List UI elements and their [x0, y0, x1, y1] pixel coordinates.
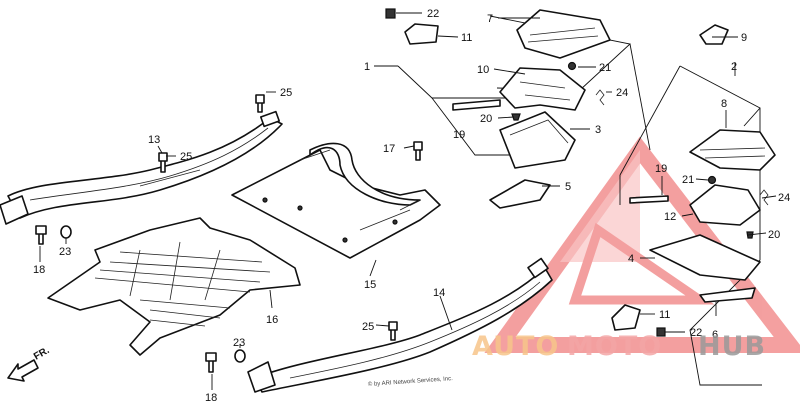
- front-arrow-icon: [7, 359, 39, 382]
- watermark-word-hub: HUB: [698, 331, 766, 362]
- part-13-side-rail: [0, 110, 283, 225]
- part-11-clip: [404, 23, 641, 331]
- callout-20b: 20: [768, 229, 780, 241]
- callout-21a: 21: [599, 62, 611, 74]
- callout-labels: 1 2 3 4 5 6 7 8 9 10 11 11 12 13 14 15 1…: [33, 8, 790, 404]
- callout-12: 12: [664, 211, 676, 223]
- part-15-floor-board: [231, 142, 441, 259]
- callout-9: 9: [741, 32, 747, 44]
- copyright-text: © by ARI Network Services, Inc.: [368, 375, 454, 388]
- callout-13: 13: [148, 134, 160, 146]
- callout-21b: 21: [682, 174, 694, 186]
- part-12-bracket: [689, 184, 761, 226]
- part-4-tray: [649, 234, 761, 281]
- part-5-bracket: [489, 179, 551, 209]
- callout-24a: 24: [616, 87, 628, 99]
- callout-25c: 25: [362, 321, 374, 333]
- part-9-clip: [699, 24, 729, 45]
- callout-22b: 22: [690, 327, 702, 339]
- watermark-word-auto: AUTO: [472, 331, 559, 362]
- watermark-logo: [484, 136, 800, 353]
- callout-20a: 20: [480, 113, 492, 125]
- callout-8: 8: [721, 98, 727, 110]
- callout-22a: 22: [427, 8, 439, 20]
- callout-3: 3: [595, 124, 601, 136]
- callout-24b: 24: [778, 192, 790, 204]
- callout-5: 5: [565, 181, 571, 193]
- part-7-cover: [516, 9, 611, 59]
- callout-23b: 23: [233, 337, 245, 349]
- callout-4: 4: [628, 253, 634, 265]
- front-direction-marker: FR.: [7, 345, 52, 382]
- leader-lines: [39, 12, 777, 390]
- callout-15: 15: [364, 279, 376, 291]
- callout-11a: 11: [461, 32, 472, 44]
- callout-6: 6: [712, 329, 718, 341]
- callout-17: 17: [383, 143, 395, 155]
- callout-2: 2: [731, 61, 737, 73]
- callout-11b: 11: [659, 309, 670, 321]
- callout-25a: 25: [280, 87, 292, 99]
- callout-18a: 18: [33, 264, 45, 276]
- callout-25b: 25: [180, 151, 192, 163]
- watermark-text: AUTO MOTO HUB: [472, 331, 766, 362]
- part-10-bracket: [499, 67, 586, 111]
- callout-7: 7: [487, 13, 493, 25]
- watermark-word-moto: MOTO: [567, 331, 662, 362]
- callout-18b: 18: [205, 392, 217, 404]
- callout-19a: 19: [453, 129, 465, 141]
- callout-10: 10: [477, 64, 489, 76]
- part-3-panel: [499, 111, 576, 169]
- front-label: FR.: [32, 345, 52, 363]
- callout-19b: 19: [655, 163, 667, 175]
- callout-23a: 23: [59, 246, 71, 258]
- callout-1: 1: [364, 61, 370, 73]
- callout-14: 14: [433, 287, 445, 299]
- part-6-strip: [699, 287, 756, 303]
- part-8-cover: [689, 129, 776, 171]
- callout-16: 16: [266, 314, 278, 326]
- part-14-side-rail: [247, 257, 553, 393]
- part-16-floor-mat: [47, 217, 301, 356]
